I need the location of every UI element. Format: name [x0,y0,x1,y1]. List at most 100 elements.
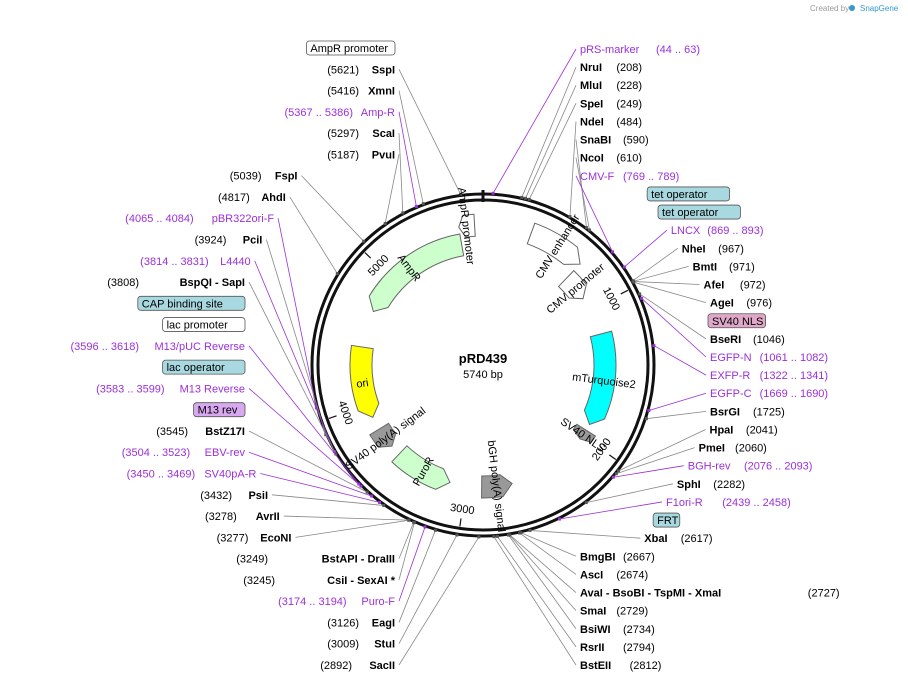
site-name: M13 Reverse [180,383,245,395]
site-name: EGFP-C [710,388,752,400]
site-marker [378,500,382,504]
site-marker [568,215,572,219]
feature-tag [707,313,766,329]
site-marker [433,528,437,532]
leader-line [641,298,707,358]
site-name: BsiWI [580,624,611,636]
site-name: BsrGI [710,406,740,418]
site-name: BstEII [580,660,611,672]
leader-line [559,501,663,520]
leader-line [260,473,380,503]
plasmid-size: 5740 bp [463,369,503,381]
site-label: BstEII(2812) [580,660,661,672]
site-marker [359,484,363,488]
site-position: (228) [616,80,642,92]
site-position: (5297) [327,128,359,140]
site-name: AgeI [710,298,734,310]
site-label: SmaI(2729) [580,606,648,618]
leader-line [529,530,641,539]
site-name: M13/pUC Reverse [155,341,245,353]
site-name: StuI [374,639,395,651]
site-label: Puro-F(3174 .. 3194) [278,596,395,608]
leader-line [575,139,587,228]
site-position: (4065 .. 4084) [125,213,194,225]
site-marker [644,417,648,421]
site-label: SpeI (249) [580,98,642,110]
site-name: AfeI [704,280,725,292]
leader-line [248,388,362,487]
leader-line [398,522,415,559]
site-position: (5039) [230,171,262,183]
site-name: SacII [369,660,395,672]
site-position: (869 .. 893) [707,225,763,237]
feature-tag [137,295,246,311]
site-position: (2892) [320,660,352,672]
site-name: PsiI [248,490,268,502]
site-label: M13/pUC Reverse (3596 .. 3618) [71,341,246,353]
site-position: (3174 .. 3194) [278,596,347,608]
site-label: XbaI(2617) [644,533,712,545]
site-position: (769 .. 789) [623,171,679,183]
site-label: EGFP-C(1669 .. 1690) [710,388,828,400]
site-label: BmtI(971) [693,261,755,273]
site-marker [527,197,531,201]
site-label: MluI(228) [580,80,642,92]
site-label: EGFP-N(1061 .. 1082) [710,352,828,364]
feature-arrow [557,269,587,300]
site-label: F1ori-R(2439 .. 2458) [666,497,791,509]
site-marker [412,521,416,525]
site-position: (249) [616,98,642,110]
site-marker [507,533,511,537]
site-name: EagI [372,617,395,629]
site-name: tet operator [662,207,719,219]
tick-mark [328,415,337,419]
site-label: EXFP-R(1322 .. 1341) [710,370,828,382]
leader-line [277,218,317,409]
site-position: (971) [729,261,755,273]
site-label: SV40 NLS [707,313,766,329]
leader-lines [248,48,707,666]
site-position: (3814 .. 3831) [140,256,209,268]
leader-line [509,534,577,611]
leader-line [398,522,415,581]
site-name: SpeI [580,98,603,110]
site-label: M13 Reverse(3583 .. 3599) [96,383,245,395]
feature-arrow [349,344,380,418]
leader-line [301,175,364,242]
site-name: AscI [580,569,603,581]
site-marker [647,408,651,412]
site-name: SnaBI [580,135,611,147]
site-position: (1046) [753,334,785,346]
site-marker [401,211,405,215]
site-position: (3808) [107,277,139,289]
site-position: (2041) [746,424,778,436]
site-position: (3596 .. 3618) [71,341,140,353]
site-position: (3504 .. 3523) [122,447,191,459]
site-position: (3432) [200,490,232,502]
site-label: AvrII(3278) [205,511,280,523]
feature-tag [652,512,681,528]
site-marker [365,490,369,494]
site-name: BseRI [710,334,741,346]
leader-line [492,48,577,194]
site-label: LNCX(869 .. 893) [671,225,764,237]
site-label: ScaI(5297) [327,128,395,140]
site-label: BGH-rev(2076 .. 2093) [688,461,813,473]
site-marker [638,292,642,296]
site-position: (3924) [195,234,227,246]
site-label: NdeI(484) [580,116,642,128]
site-label: AgeI(976) [710,298,772,310]
leader-line [398,133,404,213]
site-position: (590) [623,135,649,147]
tick-mark [459,518,462,527]
site-label: tet operator [657,204,741,220]
site-label: lac promoter [162,317,246,332]
feature-arrow [369,422,397,448]
site-name: CAP binding site [142,298,223,310]
site-name: BstZ17I [205,426,245,438]
feature-tag [657,204,741,220]
site-marker [421,202,425,206]
leader-line [289,196,338,274]
leader-line [633,281,700,285]
site-label: SV40pA-R(3450 .. 3469) [127,469,257,481]
